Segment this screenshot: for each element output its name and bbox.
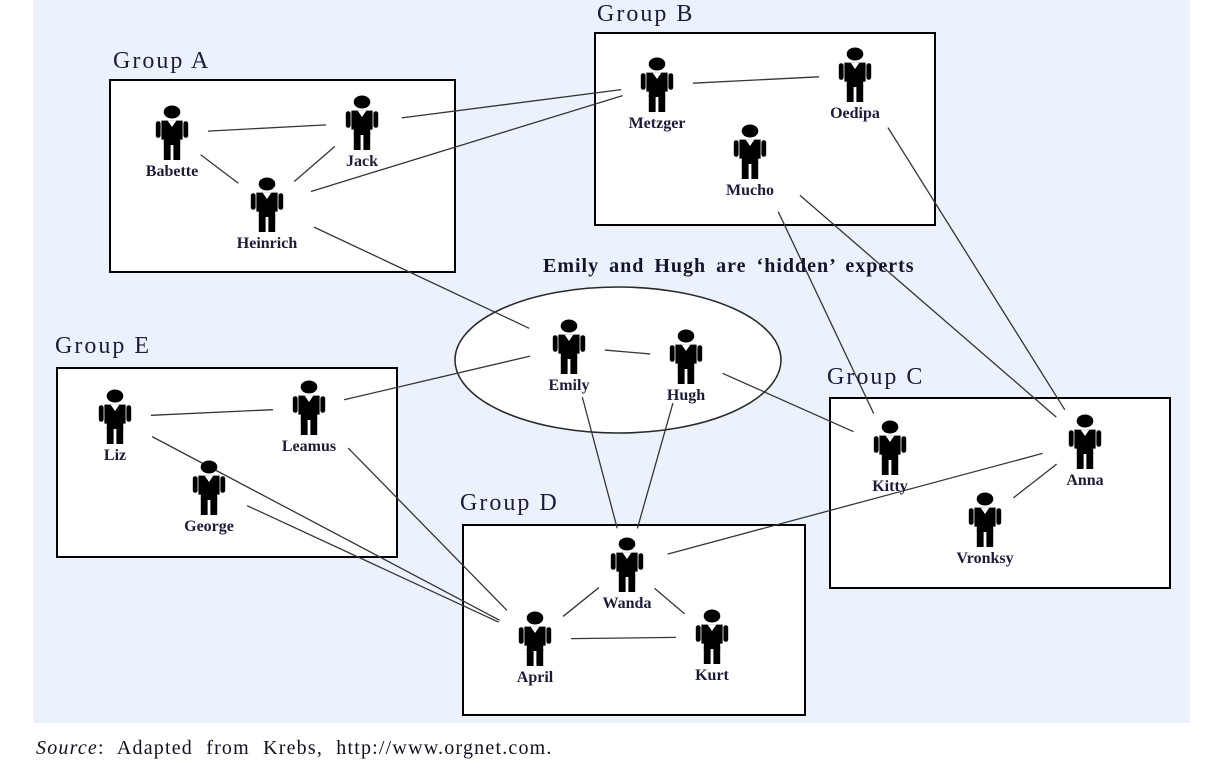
person-label: Babette [145, 163, 199, 180]
person-jack: Jack [320, 95, 404, 171]
source-note-text: : Adapted from Krebs, http://www.orgnet.… [98, 737, 553, 759]
person-icon [838, 47, 872, 102]
edge-babette-jack [207, 124, 327, 132]
edge-april-kurt [570, 636, 677, 640]
group-label-a: Group A [113, 48, 211, 74]
person-icon [192, 460, 226, 515]
edge-mucho-anna [799, 194, 1057, 418]
edge-april-wanda [562, 587, 600, 617]
edge-babette-heinrich [200, 154, 239, 184]
group-label-d: Group D [460, 490, 559, 516]
person-liz: Liz [73, 389, 157, 465]
person-label: Hugh [666, 387, 706, 404]
person-metzger: Metzger [615, 57, 699, 133]
edge-jack-heinrich [293, 146, 336, 182]
person-icon [640, 57, 674, 112]
person-babette: Babette [130, 105, 214, 181]
edge-oedipa-anna [887, 127, 1066, 411]
person-label: Heinrich [236, 235, 298, 252]
hidden-experts-ellipse [454, 286, 782, 434]
person-kurt: Kurt [670, 609, 754, 685]
person-april: April [493, 611, 577, 687]
person-oedipa: Oedipa [813, 47, 897, 123]
edge-hugh-wanda [636, 403, 674, 529]
edge-heinrich-emily [313, 226, 530, 329]
group-box-b [594, 32, 936, 226]
person-label: Kurt [695, 667, 729, 684]
source-note-prefix: Source [36, 737, 98, 759]
group-label-c: Group C [827, 364, 925, 390]
person-label: Liz [103, 447, 127, 464]
edge-leamus-emily [343, 355, 531, 401]
person-icon [552, 319, 586, 374]
person-mucho: Mucho [708, 124, 792, 200]
person-icon [518, 611, 552, 666]
person-icon [1068, 414, 1102, 469]
edge-heinrich-metzger [310, 94, 623, 193]
person-label: Emily [548, 377, 590, 394]
person-label: Metzger [628, 115, 686, 132]
person-icon [345, 95, 379, 150]
edge-liz-leamus [150, 409, 274, 416]
person-label: Oedipa [830, 105, 880, 122]
edge-george-april [246, 505, 499, 623]
person-label: Wanda [602, 595, 652, 612]
edge-leamus-april [347, 447, 508, 611]
person-label: Vronksy [956, 550, 1014, 567]
person-heinrich: Heinrich [225, 177, 309, 253]
person-icon [669, 329, 703, 384]
person-kitty: Kitty [848, 420, 932, 496]
person-icon [695, 609, 729, 664]
person-icon [155, 105, 189, 160]
person-icon [250, 177, 284, 232]
person-label: Mucho [726, 182, 774, 199]
person-icon [98, 389, 132, 444]
person-icon [292, 380, 326, 435]
person-icon [968, 492, 1002, 547]
edge-wanda-kurt [654, 587, 685, 615]
person-george: George [167, 460, 251, 536]
person-hugh: Hugh [644, 329, 728, 405]
edge-emily-hugh [604, 349, 651, 355]
edge-anna-wanda [667, 452, 1043, 555]
group-label-b: Group B [597, 1, 695, 27]
person-label: Anna [1066, 472, 1104, 489]
edge-anna-vronksy [1012, 463, 1058, 499]
edge-emily-wanda [581, 397, 618, 529]
person-icon [873, 420, 907, 475]
person-vronksy: Vronksy [943, 492, 1027, 568]
person-emily: Emily [527, 319, 611, 395]
source-note: Source: Adapted from Krebs, http://www.o… [36, 737, 553, 760]
person-leamus: Leamus [267, 380, 351, 456]
person-label: Kitty [872, 478, 908, 495]
edge-mucho-kitty [777, 211, 875, 414]
edge-jack-metzger [401, 88, 622, 119]
person-label: Jack [346, 153, 378, 170]
person-label: April [516, 669, 554, 686]
person-anna: Anna [1043, 414, 1127, 490]
edge-hugh-kitty [722, 372, 854, 433]
person-icon [610, 537, 644, 592]
edge-metzger-oedipa [692, 76, 820, 84]
person-wanda: Wanda [585, 537, 669, 613]
hidden-experts-caption: Emily and Hugh are ‘hidden’ experts [543, 255, 915, 277]
person-label: George [184, 518, 234, 535]
group-label-e: Group E [55, 333, 151, 359]
person-icon [733, 124, 767, 179]
person-label: Leamus [281, 438, 337, 455]
